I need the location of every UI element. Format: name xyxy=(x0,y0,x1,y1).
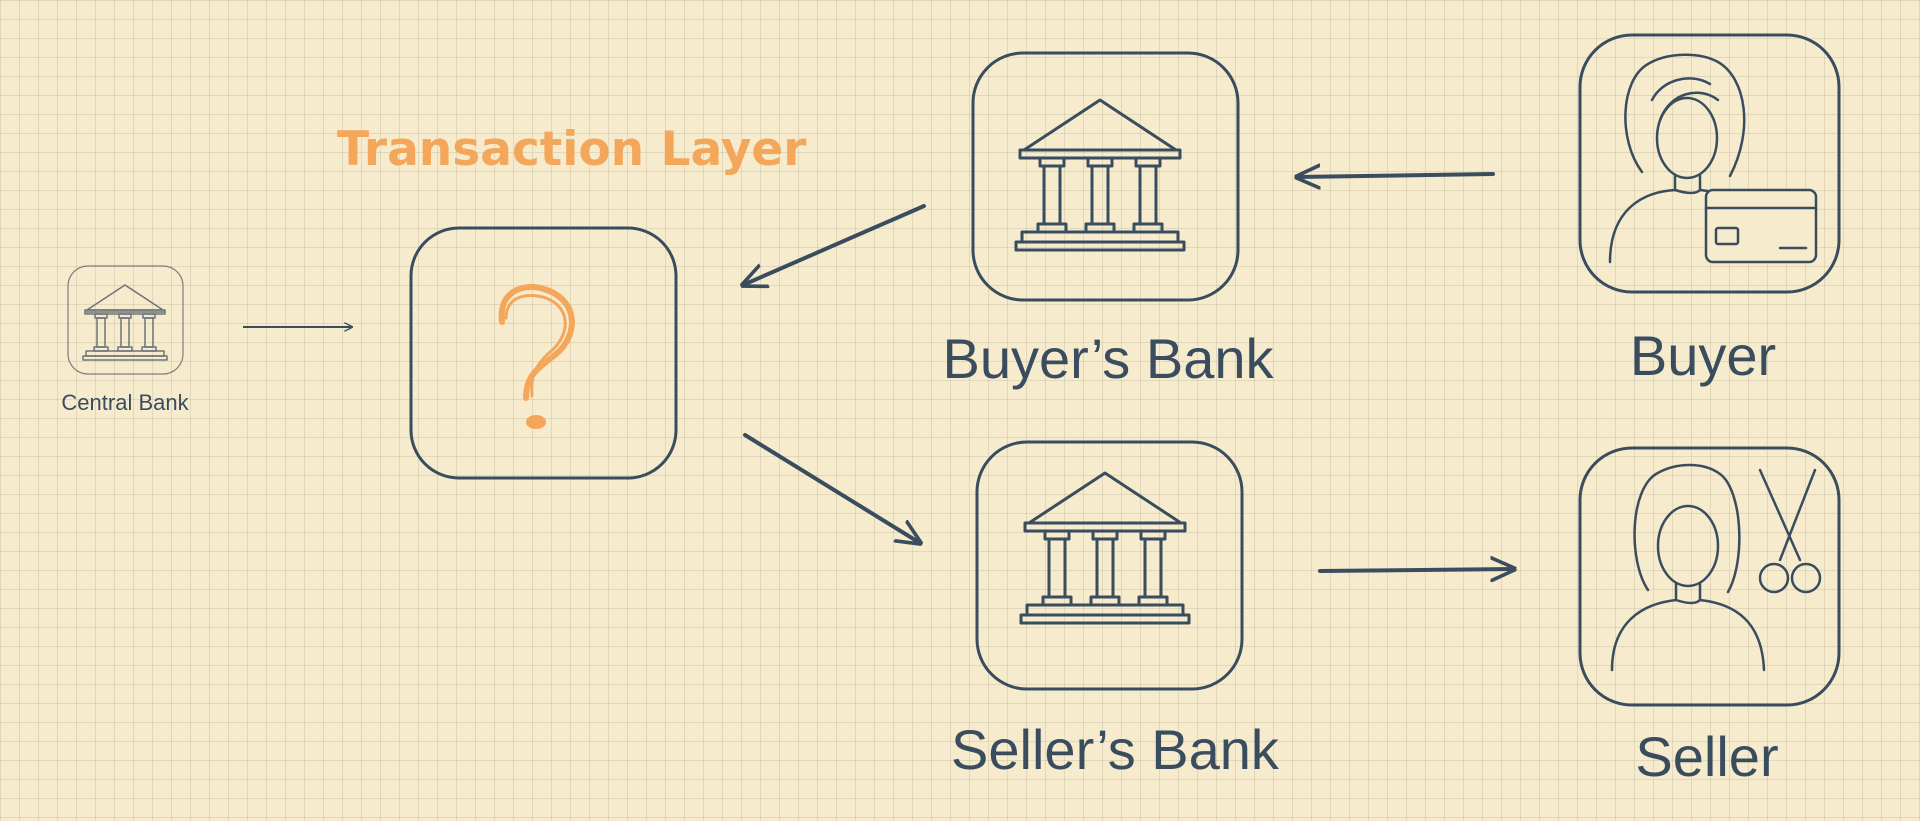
arrow-transaction-to-sellers-bank xyxy=(743,433,920,543)
arrow-sellers-bank-to-seller xyxy=(1318,569,1514,571)
woman-with-credit-card-icon xyxy=(1608,53,1818,264)
woman-with-scissors-icon xyxy=(1610,463,1822,672)
central-bank-label: Central Bank xyxy=(61,390,189,415)
bank-building-icon xyxy=(82,284,168,361)
central-bank-node xyxy=(67,265,184,375)
buyers-bank-label: Buyer’s Bank xyxy=(942,327,1274,390)
transaction-layer-node xyxy=(409,226,678,480)
sellers-bank-node xyxy=(975,440,1244,691)
sellers-bank-label: Seller’s Bank xyxy=(951,718,1279,781)
transaction-layer-title: Transaction Layer xyxy=(337,122,807,177)
arrow-buyers-bank-to-transaction xyxy=(743,204,926,285)
bank-building-icon xyxy=(1014,98,1186,252)
buyer-node xyxy=(1578,33,1841,294)
buyer-label: Buyer xyxy=(1629,324,1777,387)
bank-building-icon xyxy=(1019,471,1191,625)
question-mark-icon xyxy=(498,284,575,429)
arrow-buyer-to-buyers-bank xyxy=(1297,174,1495,177)
seller-label: Seller xyxy=(1635,725,1779,788)
buyers-bank-node xyxy=(971,51,1240,302)
seller-node xyxy=(1578,446,1841,707)
